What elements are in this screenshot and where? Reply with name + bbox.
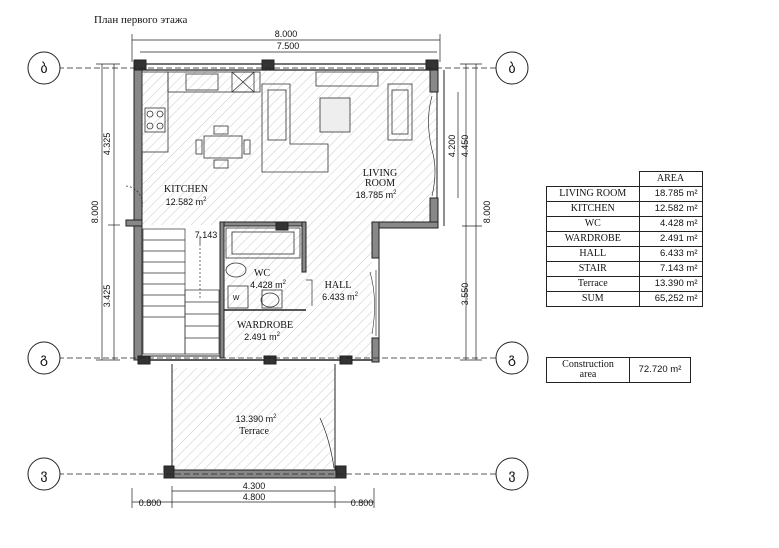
area-row-value: 4.428 m² [638,216,703,232]
area-table-header: AREA [638,171,703,187]
dim-left-lower: 3.425 [102,285,112,308]
kitchen-name: KITCHEN [164,184,208,195]
wc-fixtures [225,227,313,309]
kitchen-area: 12.582 m2 [166,197,208,207]
living-name-line1: LIVING [363,168,397,179]
area-row-value: 7.143 m² [638,261,703,277]
area-row-name: KITCHEN [546,201,640,217]
axis-lines [58,67,500,475]
axis-label-mid-right: გ [508,351,516,367]
dimension-lines [96,34,482,508]
plan-title: План первого этажа [94,14,188,26]
dim-left-total: 8.000 [90,201,100,224]
wc-area: 4.428 m2 [250,280,287,290]
axis-label-bottom-left: ვ [40,467,47,483]
area-row-value: 13.390 m² [638,276,703,292]
area-row-name: HALL [546,246,640,262]
area-row-name: WC [546,216,640,232]
construction-label-line1: Construction [562,359,614,370]
dim-bottom-inner: 4.300 [243,481,266,491]
dim-right-total: 8.000 [482,201,492,224]
construction-value: 72.720 m² [629,357,691,383]
axis-bubbles [27,51,529,491]
area-row-name: STAIR [546,261,640,277]
terrace-area: 13.390 m2 [236,414,278,424]
kitchen-furniture [125,71,261,209]
wardrobe-name: WARDROBE [237,320,293,331]
w-mark: W [233,295,240,302]
dim-bottom-left: 0.800 [139,498,162,508]
axis-label-top-left: ბ [40,61,47,77]
wc-name: WC [254,268,270,279]
area-row-name: LIVING ROOM [546,186,640,202]
axis-label-top-right: ბ [508,61,515,77]
stair-area: 7.143 [195,230,218,240]
living-furniture [261,71,436,336]
area-row-value: 12.582 m² [638,201,703,217]
area-row-value: 18.785 m² [638,186,703,202]
dim-left-upper: 4.325 [102,133,112,156]
dim-right-upper: 4.450 [460,135,470,158]
area-row-value: 6.433 m² [638,246,703,262]
area-row-name: SUM [546,291,640,307]
terrace-name: Terrace [239,426,269,437]
living-area: 18.785 m2 [356,190,398,200]
dim-right-lower: 3.550 [460,283,470,306]
axis-label-bottom-right: ვ [508,467,515,483]
construction-label: Construction area [546,357,630,383]
walls [125,59,445,365]
dim-top-inner: 7.500 [277,41,300,51]
dim-right-window: 4.200 [447,135,457,158]
area-row-value: 65,252 m² [638,291,703,307]
wardrobe-area: 2.491 m2 [244,332,281,342]
dim-bottom-outer: 4.800 [243,492,266,502]
hall-name: HALL [325,280,352,291]
area-row-value: 2.491 m² [638,231,703,247]
axis-label-mid-left: გ [40,351,48,367]
living-name-line2: ROOM [365,178,395,189]
dim-top-outer: 8.000 [275,29,298,39]
area-row-name: WARDROBE [546,231,640,247]
dim-bottom-right: 0.800 [351,498,374,508]
area-row-name: Terrace [546,276,640,292]
hall-area: 6.433 m2 [322,292,359,302]
construction-area-table: Construction area 72.720 m² [546,357,691,383]
stair-treads [142,228,220,355]
construction-label-line2: area [579,369,597,380]
floor-hatch [140,70,437,472]
